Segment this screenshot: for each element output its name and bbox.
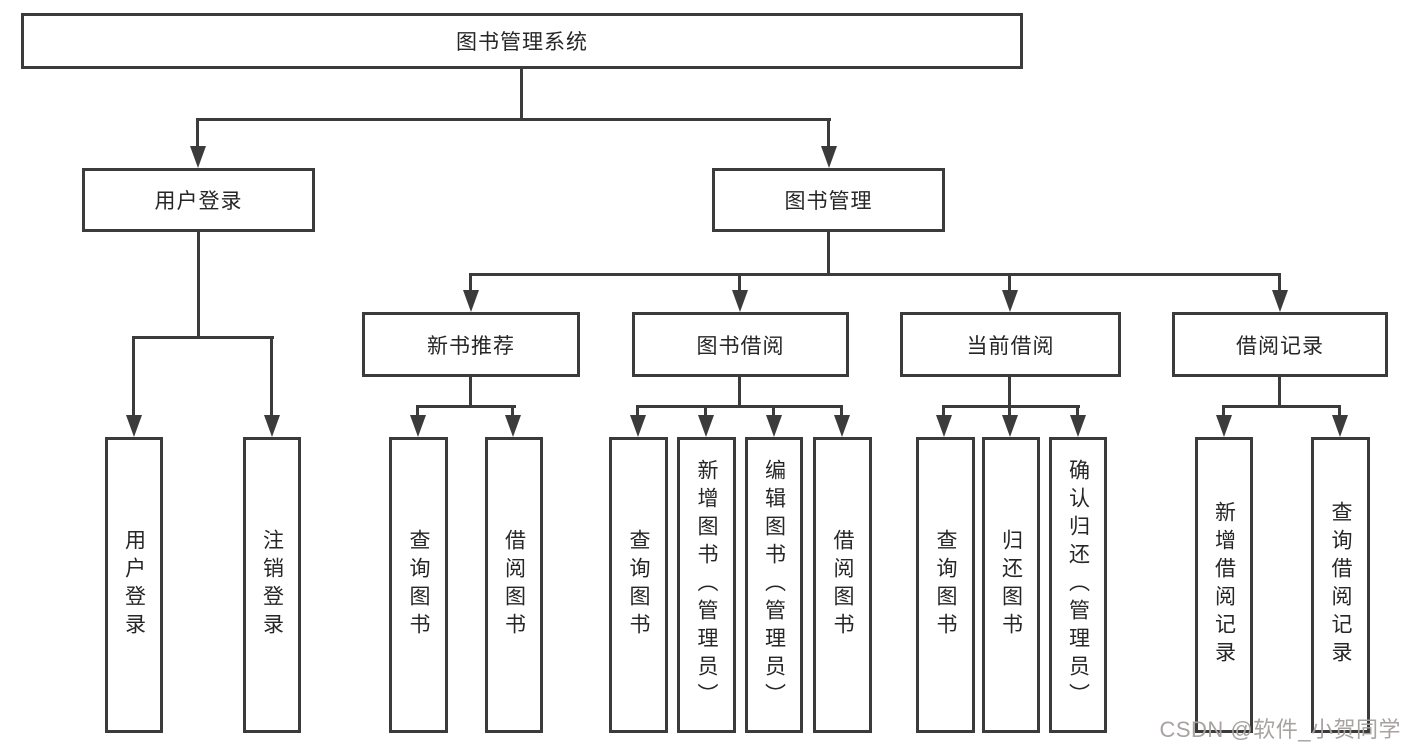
node-current-borrow: 当前借阅 (900, 312, 1121, 377)
connector-current-crossbar (942, 405, 1080, 408)
arrowhead-down-icon (698, 415, 714, 437)
connector-userlogin-stem (197, 232, 200, 336)
connector-drop (1278, 273, 1281, 292)
leaf-user-login-label: 用户登录 (122, 529, 146, 641)
leaf-add-book-admin-label: 新增图书（管理员） (695, 459, 718, 711)
connector-drop (827, 118, 830, 148)
leaf-user-login: 用户登录 (105, 437, 163, 733)
connector-borrow-crossbar (636, 405, 843, 408)
connector-drop (1008, 405, 1011, 417)
arrowhead-down-icon (1332, 415, 1348, 437)
arrowhead-down-icon (766, 415, 782, 437)
leaf-borrow-book-2: 借阅图书 (813, 437, 872, 733)
connector-borrow-stem (738, 377, 741, 408)
arrowhead-down-icon (505, 415, 521, 437)
connector-drop (704, 405, 707, 417)
leaf-query-book-3: 查询图书 (916, 437, 975, 733)
connector-drop (132, 336, 135, 417)
leaf-edit-book-admin-label: 编辑图书（管理员） (762, 459, 786, 711)
connector-drop (772, 405, 775, 417)
connector-drop (1008, 273, 1011, 292)
arrowhead-down-icon (264, 415, 280, 437)
arrowhead-down-icon (1002, 290, 1018, 312)
arrowhead-down-icon (1216, 415, 1232, 437)
connector-records-crossbar (1222, 405, 1341, 408)
leaf-confirm-return-admin-label: 确认归还（管理员） (1066, 459, 1090, 711)
leaf-logout-label: 注销登录 (260, 529, 284, 641)
arrowhead-down-icon (834, 415, 850, 437)
node-borrow-records: 借阅记录 (1172, 312, 1388, 377)
connector-root-crossbar (196, 118, 831, 121)
leaf-edit-book-admin: 编辑图书（管理员） (745, 437, 803, 733)
connector-drop (1076, 405, 1079, 417)
leaf-query-book-1: 查询图书 (389, 437, 448, 733)
node-book-management-label: 图书管理 (784, 190, 873, 213)
arrowhead-down-icon (410, 415, 426, 437)
arrowhead-down-icon (126, 415, 142, 437)
csdn-watermark: CSDN @软件_小贺同学 (1159, 717, 1401, 742)
connector-userlogin-crossbar (132, 336, 274, 339)
connector-drop (942, 405, 945, 417)
arrowhead-down-icon (936, 415, 952, 437)
connector-newbook-crossbar (416, 405, 516, 408)
connector-drop (196, 118, 199, 148)
connector-drop (511, 405, 514, 417)
connector-records-stem (1278, 377, 1281, 408)
node-user-login-label: 用户登录 (154, 190, 243, 213)
connector-drop (270, 336, 273, 417)
arrowhead-down-icon (463, 290, 479, 312)
arrowhead-down-icon (1070, 415, 1086, 437)
connector-bookmgmt-crossbar (469, 273, 1281, 276)
leaf-return-book: 归还图书 (982, 437, 1040, 733)
leaf-logout: 注销登录 (243, 437, 301, 733)
connector-bookmgmt-stem (827, 232, 830, 276)
node-borrow-records-label: 借阅记录 (1236, 334, 1324, 358)
leaf-query-book-1-label: 查询图书 (407, 529, 430, 641)
connector-newbook-stem (469, 377, 472, 408)
leaf-add-borrow-record-label: 新增借阅记录 (1212, 501, 1236, 669)
node-new-book-recommend: 新书推荐 (362, 312, 580, 377)
connector-drop (738, 273, 741, 292)
leaf-confirm-return-admin: 确认归还（管理员） (1049, 437, 1107, 733)
node-current-borrow-label: 当前借阅 (966, 334, 1055, 358)
connector-current-stem (1008, 377, 1011, 408)
arrowhead-down-icon (630, 415, 646, 437)
node-book-management: 图书管理 (712, 168, 945, 232)
connector-root-stem (520, 69, 523, 118)
node-root-label: 图书管理系统 (456, 31, 588, 54)
node-book-borrow-label: 图书借阅 (696, 334, 785, 358)
node-new-book-recommend-label: 新书推荐 (427, 334, 515, 358)
connector-drop (416, 405, 419, 417)
leaf-borrow-book-1-label: 借阅图书 (502, 529, 526, 641)
connector-drop (636, 405, 639, 417)
leaf-add-borrow-record: 新增借阅记录 (1195, 437, 1253, 733)
connector-drop (1338, 405, 1341, 417)
leaf-query-book-3-label: 查询图书 (934, 529, 957, 641)
node-user-login: 用户登录 (82, 168, 315, 232)
node-book-borrow: 图书借阅 (632, 312, 849, 377)
connector-drop (1222, 405, 1225, 417)
leaf-add-book-admin: 新增图书（管理员） (677, 437, 736, 733)
leaf-query-book-2-label: 查询图书 (627, 529, 650, 641)
leaf-borrow-book-1: 借阅图书 (485, 437, 543, 733)
leaf-query-borrow-record: 查询借阅记录 (1311, 437, 1370, 733)
leaf-query-borrow-record-label: 查询借阅记录 (1329, 501, 1352, 669)
arrowhead-down-icon (1272, 290, 1288, 312)
leaf-query-book-2: 查询图书 (609, 437, 668, 733)
node-root: 图书管理系统 (21, 13, 1023, 69)
arrowhead-down-icon (821, 146, 837, 168)
leaf-borrow-book-2-label: 借阅图书 (831, 529, 854, 641)
arrowhead-down-icon (732, 290, 748, 312)
arrowhead-down-icon (190, 146, 206, 168)
connector-drop (469, 273, 472, 292)
arrowhead-down-icon (1002, 415, 1018, 437)
leaf-return-book-label: 归还图书 (999, 529, 1023, 641)
connector-drop (840, 405, 843, 417)
